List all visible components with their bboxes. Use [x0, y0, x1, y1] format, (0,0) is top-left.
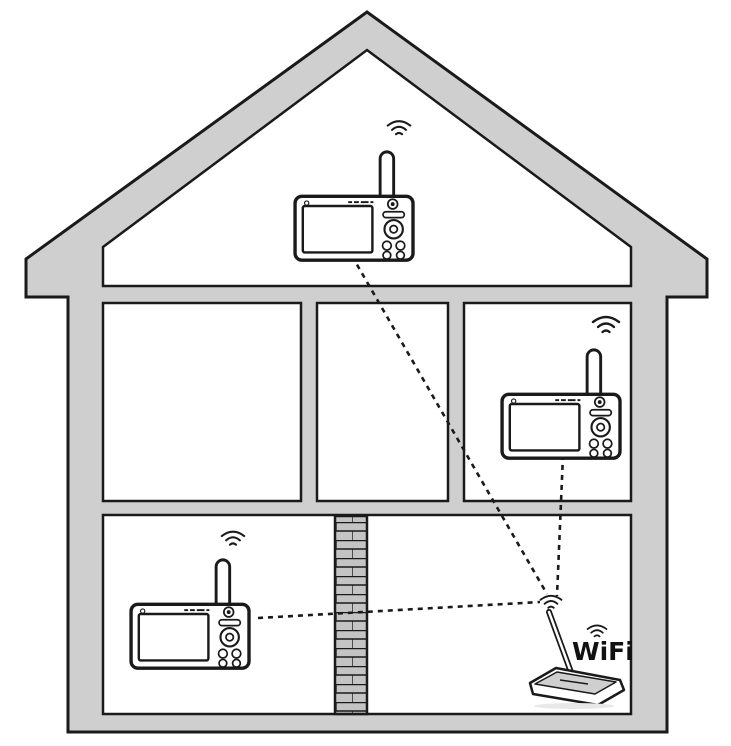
connection-lower-left [257, 600, 541, 620]
connection-upper-right [555, 454, 565, 597]
connections [257, 255, 565, 620]
house [24, 10, 709, 734]
wifi-router-icon [528, 594, 626, 709]
wifi-label-group: WiFi [572, 624, 634, 666]
attic-room [101, 48, 633, 288]
brick-wall-icon [333, 514, 369, 716]
upper-left-room [101, 301, 303, 503]
upper-middle-room [315, 301, 450, 503]
wifi-label: WiFi [572, 637, 634, 666]
